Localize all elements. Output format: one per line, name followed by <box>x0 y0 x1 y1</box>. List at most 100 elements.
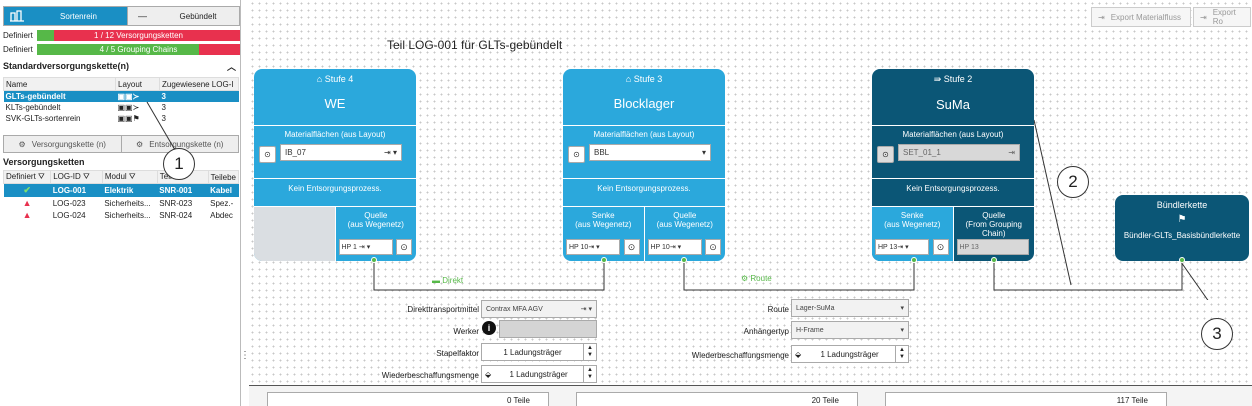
settings-icon[interactable]: ⊙ <box>705 239 721 255</box>
quelle-section: Quelle (From Grouping Chain) HP 13 <box>952 207 1035 261</box>
up-icon: ▲ <box>587 345 593 351</box>
table-row[interactable]: ✔ LOG-001 Elektrik SNR-001 Kabel <box>3 183 239 197</box>
stapelfaktor-stepper[interactable]: 1 Ladungsträger▲▼ <box>481 343 597 361</box>
callout-3: 3 <box>1201 318 1233 350</box>
stage-name: SuMa <box>936 97 970 112</box>
chain-icon <box>4 7 30 25</box>
toggle-gebuendelt[interactable]: Gebündelt <box>157 7 239 25</box>
toggle-sortenrein[interactable]: Sortenrein <box>30 7 127 25</box>
route-select[interactable]: Lager-SuMa▾ <box>791 299 909 317</box>
progress-bar-versorgung: 1 / 12 Versorgungsketten <box>37 29 240 41</box>
definiert-label: Definiert <box>3 44 33 54</box>
flow-canvas: ⇥Export Materialfluss ⇥Export Ro Teil LO… <box>249 0 1252 406</box>
material-select[interactable]: BBL▾ <box>589 144 711 161</box>
settings-icon[interactable]: ⊙ <box>623 239 640 255</box>
info-icon[interactable]: i <box>482 321 496 335</box>
chain-icon: ⚙ <box>18 139 26 149</box>
table-row[interactable]: SVK-GLTs-sortenrein ▣▣⚑ 3 <box>5 114 166 123</box>
connector-dot <box>1179 257 1185 263</box>
chevron-down-icon: ⇥ ▾ <box>384 148 397 157</box>
transition-direkt[interactable]: ▬ Direkt <box>432 276 464 285</box>
up-icon: ▲ <box>587 367 593 373</box>
chevron-down-icon: ▾ <box>701 148 706 157</box>
up-icon: ▲ <box>899 347 905 353</box>
splitter-handle[interactable]: ⋮ <box>240 350 250 361</box>
filter-icon[interactable]: ⛛ <box>128 172 136 181</box>
connector-dot <box>371 257 377 263</box>
stage-we[interactable]: ⌂ Stufe 4 WE Materialflächen (aus Layout… <box>254 69 416 261</box>
status-warning-icon: ▲ <box>22 210 32 220</box>
transition-route[interactable]: ⚙ Route <box>741 274 772 283</box>
settings-icon[interactable]: ⊙ <box>259 146 276 163</box>
chevron-up-icon[interactable]: ︿ <box>226 62 236 72</box>
building-icon: ⌂ <box>625 74 632 84</box>
wiederbeschaffung-stepper-route[interactable]: ⬙1 Ladungsträger▲▼ <box>791 345 909 363</box>
chain-icon: ⚙ <box>136 139 144 149</box>
stage-name: WE <box>324 96 346 111</box>
std-table: Name Layout Zugewiesene LOG-I GLTs-gebün… <box>3 77 239 124</box>
settings-icon[interactable]: ⊙ <box>932 239 949 255</box>
quelle-section: Quelle (aus Wegenetz) HP 1 ⇥ ▾ ⊙ <box>334 207 417 261</box>
callout-1-pointer <box>146 101 176 151</box>
arrow-icon: ⇛ <box>933 74 942 84</box>
filter-icon[interactable]: ⛛ <box>38 172 45 181</box>
conveyor-icon: ▬ <box>432 276 440 285</box>
building-icon: ⌂ <box>316 74 323 84</box>
export-ro-button[interactable]: ⇥Export Ro <box>1193 7 1251 27</box>
hp-select[interactable]: HP 10⇥ ▾ <box>647 239 702 255</box>
chevron-down-icon: ⇥ ▾ <box>580 306 592 313</box>
table-row[interactable]: ▲ LOG-024 Sicherheits... SNR-024 Abdec <box>4 209 239 221</box>
toggle-separator: — <box>127 7 157 25</box>
count-field-2[interactable]: 20 Teile <box>576 392 858 406</box>
anhaengertyp-select[interactable]: H-Frame▾ <box>791 321 909 339</box>
callout-1: 1 <box>163 148 195 180</box>
definiert-row-1: Definiert 1 / 12 Versorgungsketten <box>3 29 240 41</box>
table-row[interactable]: ▲ LOG-023 Sicherheits... SNR-023 Spez.- <box>4 197 239 209</box>
table-row[interactable]: KLTs-gebündelt ▣▣≻ 3 <box>5 103 166 112</box>
mode-toggle: Sortenrein — Gebündelt <box>3 6 240 26</box>
count-field-1[interactable]: 0 Teile <box>267 392 549 406</box>
col-definiert[interactable]: Definiert ⛛ <box>2 170 52 184</box>
versorgungskette-button[interactable]: ⚙Versorgungskette (n) <box>18 139 106 149</box>
down-icon: ▼ <box>899 354 905 360</box>
export-icon: ⇥ <box>1098 12 1105 22</box>
col-layout[interactable]: Layout <box>115 77 160 91</box>
col-zugewiesen[interactable]: Zugewiesene LOG-I <box>159 77 239 91</box>
col-teilebe[interactable]: Teilebe <box>207 170 240 184</box>
stage-suma[interactable]: ⇛ Stufe 2 SuMa Materialflächen (aus Layo… <box>872 69 1034 261</box>
entsorgungskette-button[interactable]: ⚙Entsorgungskette (n) <box>120 136 239 152</box>
layout-icons: ▣▣≻ <box>117 92 140 101</box>
down-icon: ▼ <box>587 374 593 380</box>
settings-icon[interactable]: ⊙ <box>396 239 412 255</box>
material-select[interactable]: IB_07⇥ ▾ <box>280 144 402 161</box>
flag-icon: ⚑ <box>1177 214 1187 225</box>
down-icon: ▼ <box>587 352 593 358</box>
col-name[interactable]: Name <box>3 77 116 91</box>
buendlerkette-box[interactable]: Bündlerkette ⚑ Bündler-GLTs_Basisbündler… <box>1115 195 1249 261</box>
connector-dot <box>601 257 607 263</box>
count-field-3[interactable]: 117 Teile <box>885 392 1167 406</box>
status-ok-icon: ✔ <box>23 185 31 195</box>
direkttransport-select[interactable]: Contrax MFA AGV⇥ ▾ <box>481 300 597 318</box>
callout-2: 2 <box>1057 166 1089 198</box>
hp-field: HP 13 <box>956 239 1029 255</box>
stage-blocklager[interactable]: ⌂ Stufe 3 Blocklager Materialflächen (au… <box>563 69 725 261</box>
hp-select[interactable]: HP 1 ⇥ ▾ <box>338 239 393 255</box>
connector-dot <box>991 257 997 263</box>
table-row[interactable]: GLTs-gebündelt ▣▣≻ 3 <box>3 90 239 102</box>
senke-section: Senke (aus Wegenetz) HP 13⇥ ▾ ⊙ <box>872 207 953 261</box>
status-warning-icon: ▲ <box>22 198 32 208</box>
col-log-id[interactable]: LOG-ID ⛛ <box>50 170 103 184</box>
filter-icon[interactable]: ⛛ <box>83 172 90 181</box>
settings-icon[interactable]: ⊙ <box>568 146 585 163</box>
page-title: Teil LOG-001 für GLTs-gebündelt <box>387 38 563 52</box>
hp-select[interactable]: HP 10⇥ ▾ <box>566 239 620 255</box>
wiederbeschaffung-stepper[interactable]: ⬙1 Ladungsträger▲▼ <box>481 365 597 383</box>
senke-section: Senke (aus Wegenetz) HP 10⇥ ▾ ⊙ <box>563 207 644 261</box>
export-materialfluss-button[interactable]: ⇥Export Materialfluss <box>1091 7 1191 27</box>
col-modul[interactable]: Modul ⛛ <box>101 170 158 184</box>
hp-select[interactable]: HP 13⇥ ▾ <box>875 239 929 255</box>
connector-lines <box>373 119 1209 300</box>
connector-dot <box>911 257 917 263</box>
settings-icon[interactable]: ⊙ <box>877 146 894 163</box>
